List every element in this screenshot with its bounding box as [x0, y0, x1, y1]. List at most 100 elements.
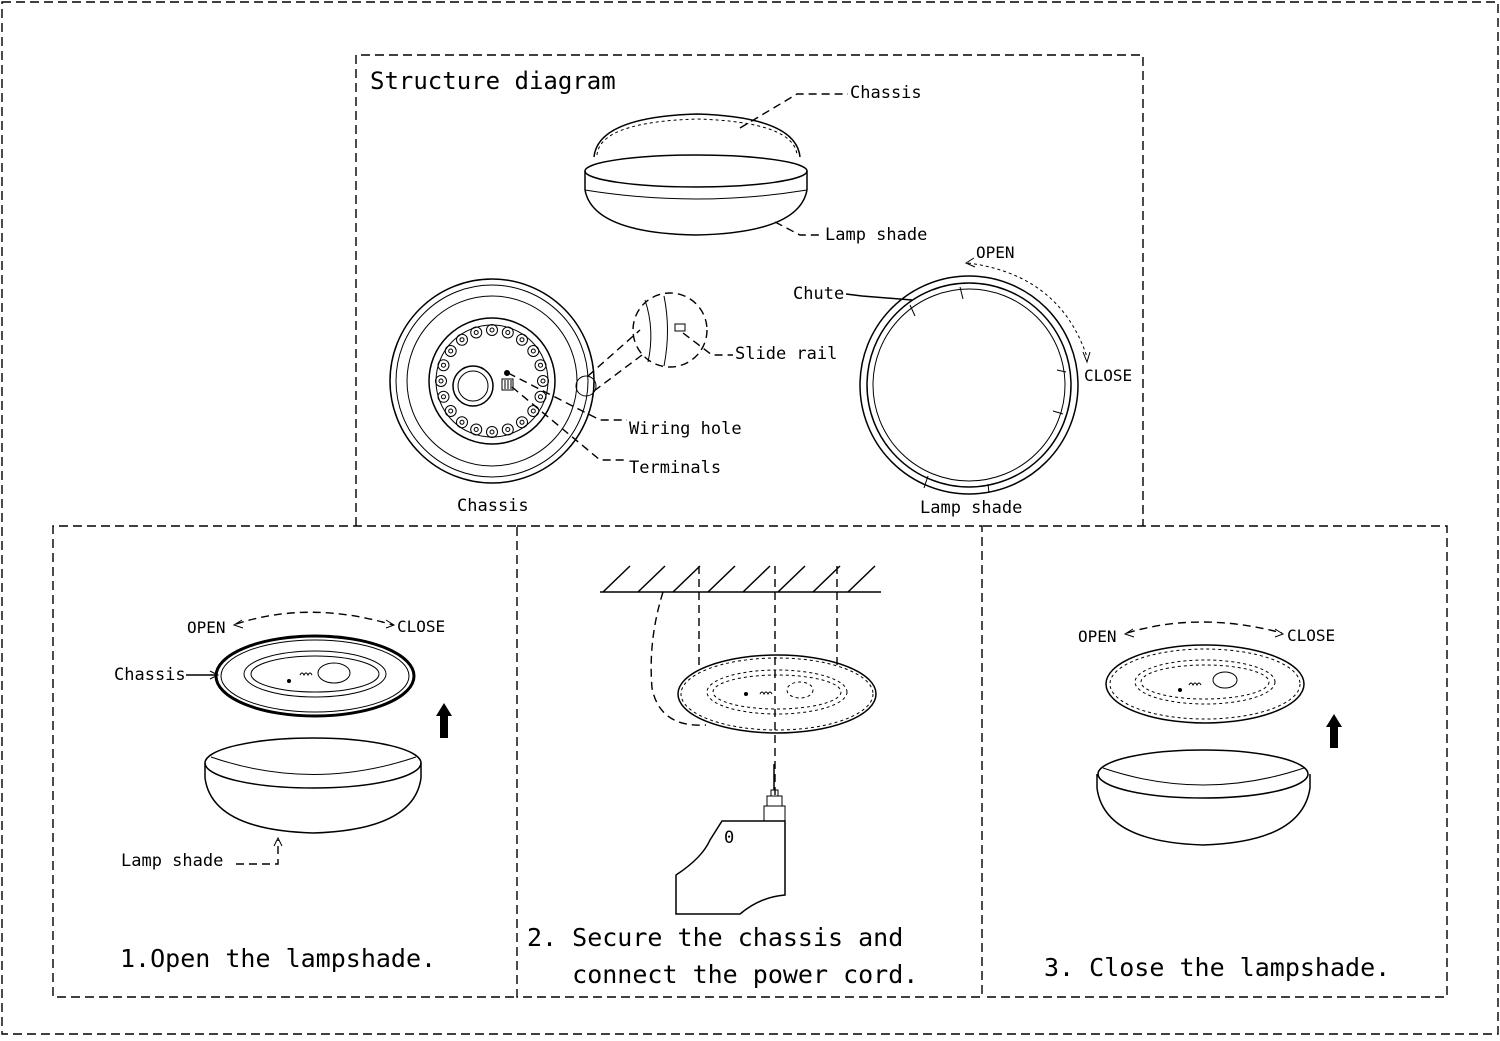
chute-leader [845, 293, 913, 301]
tool-mark: 0 [724, 828, 734, 848]
step1-panel: OPEN CLOSE Chassis Lamp shade 1.Open the… [52, 525, 516, 998]
chassis-top-label: Chassis [850, 83, 922, 103]
step1-rotate-arc [235, 611, 394, 626]
led-bead-center [505, 330, 511, 335]
led-bead [501, 423, 514, 436]
led-bead-center [448, 408, 454, 414]
led-bead-center [519, 419, 525, 425]
led-bead [444, 345, 457, 357]
led-bead [486, 426, 498, 438]
step3-rotate-arc [1126, 621, 1283, 634]
led-bead [470, 326, 483, 339]
led-bead [527, 345, 540, 357]
terminals-label: Terminals [629, 458, 721, 478]
step3-chassis [1105, 644, 1305, 724]
slide-rail-spot [575, 375, 597, 397]
led-bead-center [530, 408, 536, 414]
step1-close-label: CLOSE [397, 617, 445, 636]
ceiling [600, 565, 881, 593]
wiring-hole [504, 370, 510, 376]
led-bead-center [473, 427, 479, 432]
led-bead-center [441, 394, 446, 400]
slide-rail-leader [682, 332, 733, 356]
wiring-hole-leader [507, 372, 627, 421]
led-bead-center [489, 327, 495, 333]
step3-close-label: CLOSE [1287, 626, 1335, 645]
led-bead [516, 416, 528, 429]
led-bead-center [489, 429, 495, 435]
step3-caption: 3. Close the lampshade. [1044, 953, 1390, 982]
step1-up-arrow-icon [436, 703, 452, 738]
slide-rail-label: Slide rail [735, 344, 837, 364]
step1-open-label: OPEN [187, 618, 226, 637]
led-bead-center [459, 419, 465, 425]
screwdriver-icon [675, 764, 786, 915]
step1-caption: 1.Open the lampshade. [120, 944, 436, 973]
step3-frame [983, 525, 1448, 998]
step1-lamp-shade-leader [236, 840, 279, 865]
led-bead [456, 416, 468, 429]
led-bead-center [519, 337, 525, 343]
lamp-shade-top-view [859, 275, 1079, 495]
led-bead [486, 324, 498, 336]
led-bead [516, 333, 528, 346]
led-bead [537, 375, 549, 387]
terminal-block [501, 378, 514, 391]
led-bead-center [530, 348, 536, 354]
terminals-leader [511, 386, 627, 461]
led-bead-center [538, 362, 543, 368]
step1-lamp-shade-label: Lamp shade [121, 851, 223, 871]
shade-open-label: OPEN [976, 243, 1015, 262]
led-bead-center [505, 427, 511, 432]
lamp-shade-caption: Lamp shade [920, 498, 1022, 518]
wiring-hole-label: Wiring hole [629, 419, 742, 439]
led-bead-center [540, 378, 546, 384]
structure-title: Structure diagram [370, 67, 616, 95]
led-bead-center [438, 378, 444, 384]
led-bead-center [473, 330, 479, 335]
led-bead-center [538, 394, 543, 400]
step3-open-label: OPEN [1078, 627, 1117, 646]
led-bead [534, 390, 547, 403]
screw-guides [698, 566, 838, 800]
step1-chassis [214, 634, 416, 718]
step3-up-arrow-icon [1326, 714, 1342, 748]
chassis-top-leader [739, 93, 848, 129]
slide-rail-detail [632, 292, 708, 368]
structure-panel: Structure diagram Chassis Lamp shade [355, 54, 1144, 526]
chassis-caption: Chassis [457, 496, 529, 516]
led-bead [501, 326, 514, 339]
step2-caption-line2: connect the power cord. [527, 960, 918, 989]
led-bead [444, 405, 457, 417]
step3-panel: OPEN CLOSE 3. Close the lampshade. [983, 525, 1448, 998]
step3-lamp-shade [1096, 749, 1311, 846]
lamp-shade-top-label: Lamp shade [825, 225, 927, 245]
step2-panel: 0 2. Secure the chassis and connect the … [516, 525, 983, 998]
step2-frame [516, 525, 983, 998]
led-bead-center [459, 337, 465, 343]
shade-close-label: CLOSE [1084, 366, 1132, 385]
led-bead [435, 375, 447, 387]
chassis-top-view [389, 278, 595, 484]
led-bead [456, 333, 468, 346]
led-bead [437, 390, 450, 403]
step1-frame [52, 525, 516, 998]
step1-chassis-label: Chassis [114, 665, 186, 685]
led-bead-center [441, 362, 446, 368]
step2-caption-line1: 2. Secure the chassis and [527, 923, 903, 952]
led-bead [534, 359, 547, 372]
led-bead-center [448, 348, 454, 354]
lamp-shade-top-leader [774, 221, 822, 236]
led-bead [470, 423, 483, 436]
center-module [452, 365, 494, 407]
step1-lamp-shade [204, 737, 422, 834]
chute-label: Chute [793, 284, 844, 304]
structure-frame [355, 54, 1144, 526]
led-bead [437, 359, 450, 372]
step2-chassis [677, 654, 877, 734]
power-cord [650, 591, 707, 726]
assembled-lamp [584, 113, 808, 236]
